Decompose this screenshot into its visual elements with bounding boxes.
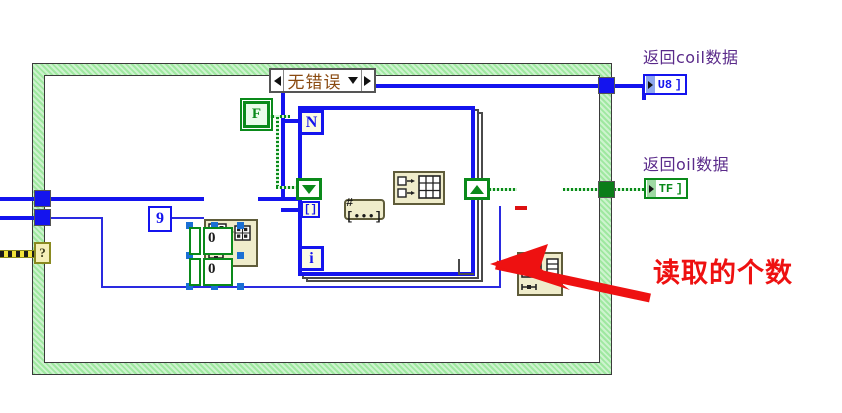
selection-handle[interactable]	[186, 252, 193, 259]
for-loop-dogear-line	[458, 259, 474, 275]
error-ring-control[interactable]: 无错误	[269, 68, 376, 93]
wire-to-index-node	[281, 208, 303, 212]
wire-blue-input-bottom	[0, 216, 42, 220]
for-loop-border[interactable]	[298, 106, 475, 276]
right-arrow-icon	[364, 75, 372, 86]
number-to-boolean-array-node[interactable]: #[•••]	[344, 196, 385, 224]
wire-bottom-up-right	[499, 206, 501, 288]
triangle-right-icon	[649, 184, 654, 193]
wire-top-run	[281, 84, 606, 88]
numeric-constant-9[interactable]: 9	[148, 206, 172, 232]
array-constant-group[interactable]: 0 0	[186, 222, 244, 290]
array-bracket-close: ]	[674, 77, 682, 92]
for-loop-dogear-icon	[458, 259, 471, 272]
structure-tunnel-input-bottom[interactable]	[35, 210, 50, 225]
wire-false-down	[276, 115, 279, 187]
ring-prev-button[interactable]	[271, 70, 285, 91]
build-array-glyph-icon	[397, 175, 441, 199]
wire-green-tunnel-to-oil	[614, 188, 646, 191]
selection-handle[interactable]	[186, 283, 193, 290]
array-element-box-2[interactable]	[203, 258, 233, 286]
array-index-box-2	[189, 258, 201, 286]
wire-numeric9-out	[172, 217, 204, 219]
triangle-up-icon	[470, 184, 484, 194]
wire-to-n-terminal	[281, 119, 299, 123]
for-loop-count-terminal[interactable]: N	[299, 110, 324, 135]
structure-tunnel-output-oil[interactable]	[599, 182, 614, 197]
boolean-false-constant[interactable]: F	[243, 101, 270, 128]
array-element-value-2: 0	[208, 261, 216, 277]
selection-handle[interactable]	[237, 222, 244, 229]
triangle-right-icon	[648, 80, 653, 89]
wire-tunnel2-right	[44, 217, 102, 219]
wire-tunnel1-to-subvi	[44, 197, 204, 201]
wire-bottom-run	[101, 286, 501, 288]
loop-output-tunnel-icon[interactable]	[464, 178, 490, 200]
selection-handle[interactable]	[186, 222, 193, 229]
wire-blue-input-top	[0, 197, 42, 201]
selection-handle[interactable]	[237, 283, 244, 290]
array-element-box-1[interactable]	[203, 227, 233, 255]
red-arrow-icon	[490, 244, 651, 303]
wire-error-cluster	[0, 250, 36, 258]
selection-handle[interactable]	[211, 283, 218, 290]
loop-input-tunnel-icon[interactable]	[296, 178, 322, 200]
wire-tunnelout-to-subvi	[489, 188, 517, 191]
coil-data-indicator[interactable]: U8 ]	[643, 74, 687, 95]
annotation-label: 读取的个数	[653, 258, 793, 289]
structure-tunnel-output-coil[interactable]	[599, 78, 614, 93]
oil-data-type-label: TF	[658, 181, 674, 196]
coil-data-type-label: U8	[657, 77, 673, 92]
array-bracket-icon	[646, 76, 655, 93]
for-loop-iteration-terminal[interactable]: i	[299, 246, 324, 271]
index-array-node[interactable]: []	[301, 201, 320, 218]
array-bracket-icon	[647, 180, 656, 197]
oil-data-indicator[interactable]: TF ]	[644, 178, 688, 199]
selection-handle[interactable]	[237, 252, 244, 259]
wire-red-stub	[515, 206, 527, 210]
wire-false-into-tunnel	[276, 186, 298, 189]
case-selector-question[interactable]: ?	[34, 242, 51, 264]
coil-data-label: 返回coil数据	[643, 48, 739, 67]
wire-tunnel2-down	[101, 217, 103, 287]
array-element-value-1: 0	[208, 230, 216, 246]
wire-subvi-to-green-tunnel	[563, 188, 606, 191]
array-index-box-1	[189, 227, 201, 255]
ring-next-button[interactable]	[360, 70, 375, 91]
oil-data-label: 返回oil数据	[643, 155, 730, 174]
array-bracket-close: ]	[675, 181, 683, 196]
wire-tunnel-to-coil	[606, 84, 646, 88]
wire-junction-up	[281, 84, 285, 200]
build-array-node[interactable]	[393, 171, 445, 205]
error-ring-label: 无错误	[287, 73, 342, 93]
selection-handle[interactable]	[211, 222, 218, 229]
boolean-false-outline	[240, 98, 273, 131]
structure-tunnel-input-top[interactable]	[35, 191, 50, 206]
wire-false-to-loop	[268, 115, 290, 118]
ring-dropdown-button[interactable]	[344, 77, 360, 84]
triangle-down-icon	[302, 184, 316, 194]
chevron-down-icon	[347, 77, 358, 84]
left-arrow-icon	[273, 75, 281, 86]
